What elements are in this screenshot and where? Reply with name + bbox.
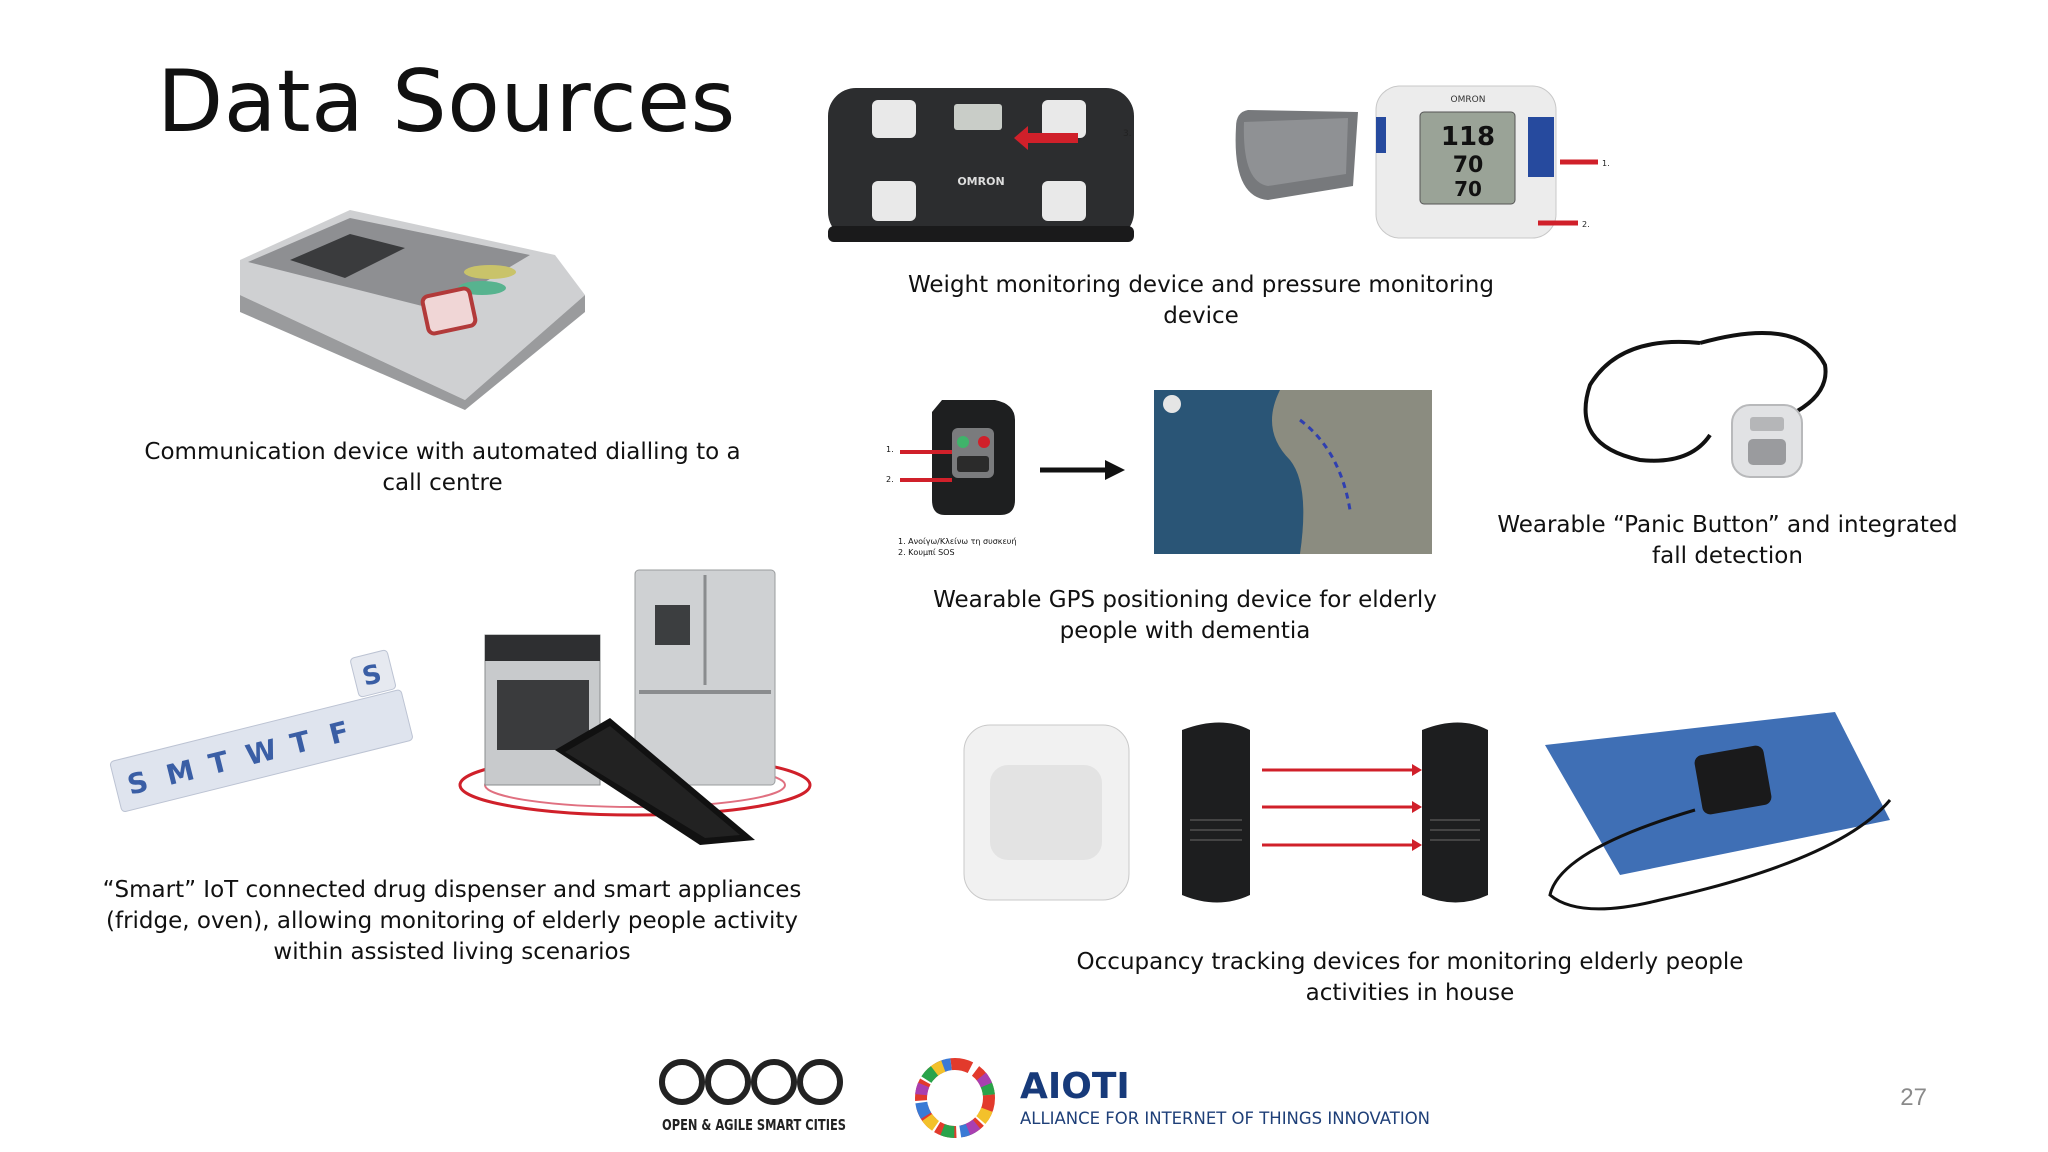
weight-scale-image: OMRON 3.	[828, 88, 1134, 242]
svg-text:1.: 1.	[886, 445, 894, 454]
bp-diastolic: 70	[1453, 153, 1484, 178]
bp-pulse: 70	[1454, 177, 1482, 201]
blood-pressure-monitor-image: 118 70 70 OMRON 1. 2.	[1235, 85, 1610, 239]
pill-dispenser-image: S M T W T F S	[109, 649, 413, 812]
svg-text:2.: 2.	[886, 475, 894, 484]
aioti-logo-name: AIOTI	[1020, 1066, 1130, 1107]
oasc-logo: OPEN & AGILE SMART CITIES	[659, 1059, 846, 1134]
oasc-logo-text: OPEN & AGILE SMART CITIES	[662, 1116, 846, 1134]
svg-text:1.: 1.	[1602, 159, 1610, 168]
caption-smart-iot: “Smart” IoT connected drug dispenser and…	[102, 877, 802, 965]
smart-appliances-image	[458, 569, 812, 845]
gps-device-image: 1. 2. 1. Ανοίγω/Κλείνω τη συσκευή 2. Κου…	[886, 390, 1432, 557]
panic-button-image	[1583, 331, 1828, 478]
aioti-logo: AIOTI ALLIANCE FOR INTERNET OF THINGS IN…	[915, 1058, 1430, 1138]
caption-panic-button: Wearable “Panic Button” and integrated f…	[1497, 512, 1958, 569]
communication-device-image	[240, 210, 585, 410]
slide-title: Data Sources	[157, 52, 736, 152]
caption-communication-device: Communication device with automated dial…	[144, 439, 741, 496]
gps-legend-2: 2. Κουμπί SOS	[898, 548, 955, 557]
page-number: 27	[1900, 1084, 1927, 1111]
caption-occupancy: Occupancy tracking devices for monitorin…	[1076, 949, 1744, 1006]
svg-text:3.: 3.	[1123, 129, 1132, 139]
caption-gps: Wearable GPS positioning device for elde…	[933, 587, 1437, 644]
caption-weight-pressure: Weight monitoring device and pressure mo…	[908, 272, 1494, 329]
omron-label-scale: OMRON	[957, 175, 1004, 188]
bp-systolic: 118	[1441, 122, 1495, 152]
gps-legend-1: 1. Ανοίγω/Κλείνω τη συσκευή	[898, 537, 1017, 546]
svg-text:2.: 2.	[1582, 220, 1590, 229]
aioti-logo-tagline: ALLIANCE FOR INTERNET OF THINGS INNOVATI…	[1020, 1109, 1430, 1129]
omron-label-bp: OMRON	[1451, 95, 1486, 105]
occupancy-devices-image	[963, 712, 1892, 911]
